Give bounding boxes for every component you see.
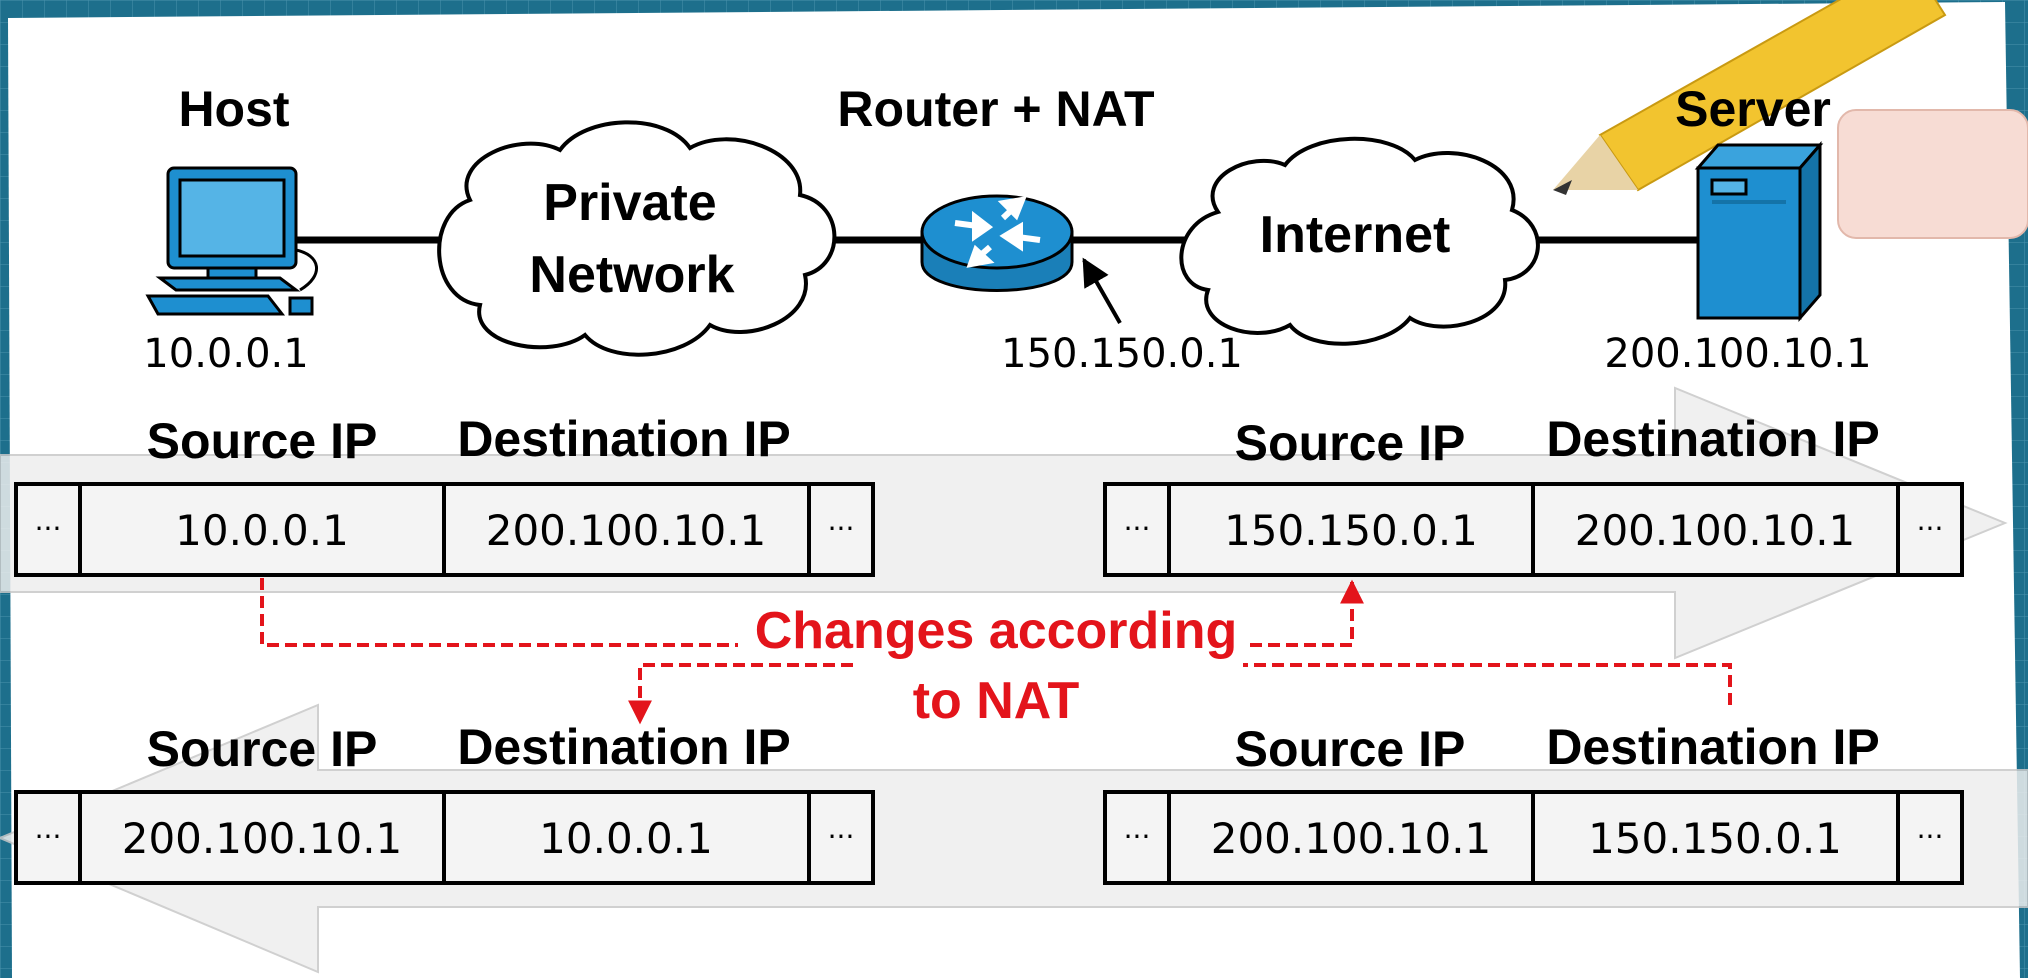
ellipsis-cell: ··· (1917, 820, 1944, 853)
destination-ip-header: Destination IP (1546, 719, 1879, 775)
computer-icon (145, 166, 319, 316)
packet-outbound-public: Source IP Destination IP ··· 150.150.0.1… (1103, 411, 1964, 577)
destination-ip-header: Destination IP (457, 719, 790, 775)
outbound-direction-arrow (0, 386, 2008, 660)
packet-inbound-private: Source IP Destination IP ··· 200.100.10.… (14, 719, 875, 885)
source-ip-header: Source IP (1235, 415, 1466, 471)
packet-inbound-public: Source IP Destination IP ··· 200.100.10.… (1103, 719, 1964, 885)
ellipsis-cell: ··· (35, 512, 62, 545)
router-ip-pointer (1082, 257, 1122, 324)
ellipsis-cell: ··· (828, 512, 855, 545)
ellipsis-cell: ··· (35, 820, 62, 853)
nat-annotation-line1: Changes according (755, 602, 1238, 660)
destination-ip-value: 10.0.0.1 (539, 814, 713, 863)
host-label: Host (178, 81, 289, 137)
nat-change-connectors (260, 578, 1732, 725)
source-ip-header: Source IP (147, 721, 378, 777)
ellipsis-cell: ··· (1124, 512, 1151, 545)
destination-rewrite-connector (1243, 663, 1732, 705)
destination-ip-header: Destination IP (1546, 411, 1879, 467)
destination-ip-header: Destination IP (457, 411, 790, 467)
inbound-direction-arrow (0, 703, 2028, 974)
destination-ip-value: 200.100.10.1 (486, 506, 767, 555)
internet-cloud (1179, 136, 1540, 346)
ellipsis-cell: ··· (828, 820, 855, 853)
private-network-cloud (437, 120, 837, 357)
server-ip: 200.100.10.1 (1604, 331, 1871, 377)
destination-ip-value: 150.150.0.1 (1588, 814, 1842, 863)
private-network-label-line2: Network (529, 246, 734, 304)
server-label: Server (1675, 81, 1831, 137)
ellipsis-cell: ··· (1917, 512, 1944, 545)
host-ip: 10.0.0.1 (143, 331, 308, 377)
source-rewrite-connector-end (1250, 579, 1364, 647)
server-icon (1694, 140, 1824, 323)
destination-ip-value: 200.100.10.1 (1575, 506, 1856, 555)
source-rewrite-connector (260, 578, 738, 647)
internet-label: Internet (1260, 206, 1451, 264)
source-ip-value: 200.100.10.1 (1211, 814, 1492, 863)
source-ip-value: 10.0.0.1 (175, 506, 349, 555)
pencil-icon (1553, 0, 1947, 195)
eraser-icon (1837, 109, 2028, 239)
router-icon (920, 194, 1074, 292)
router-ip: 150.150.0.1 (1001, 331, 1243, 377)
packet-outbound-private: Source IP Destination IP ··· 10.0.0.1 20… (14, 411, 875, 577)
private-network-label-line1: Private (543, 174, 716, 232)
nat-annotation-line2: to NAT (913, 672, 1080, 730)
source-ip-value: 150.150.0.1 (1224, 506, 1478, 555)
ellipsis-cell: ··· (1124, 820, 1151, 853)
source-ip-header: Source IP (147, 413, 378, 469)
source-ip-value: 200.100.10.1 (122, 814, 403, 863)
router-label: Router + NAT (837, 81, 1154, 137)
source-ip-header: Source IP (1235, 721, 1466, 777)
